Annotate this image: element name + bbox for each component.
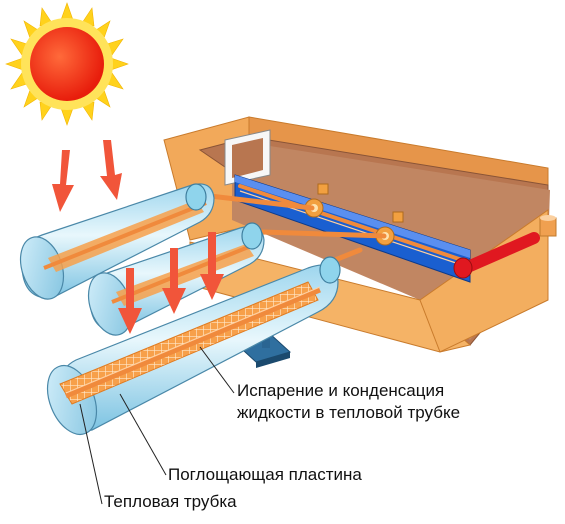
tube-end-connector — [319, 256, 341, 284]
sunlight-arrow — [100, 140, 122, 200]
label-evaporation-line2: жидкости в тепловой трубке — [237, 403, 461, 422]
sunlight-arrow — [52, 150, 74, 212]
label-absorber-plate: Поглощающая пластина — [168, 465, 362, 484]
label-evaporation-line1: Испарение и конденсация — [237, 381, 445, 400]
leader-line — [119, 393, 167, 476]
outlet-pipe — [453, 215, 557, 279]
leader-line — [79, 403, 103, 505]
sun-icon — [5, 2, 129, 126]
vacuum-tube — [19, 183, 215, 300]
leader-line — [199, 346, 235, 394]
sunlight-arrow — [200, 232, 224, 300]
heat-pipe — [65, 286, 321, 399]
sunlight-arrow — [118, 268, 142, 334]
label-heat-pipe: Тепловая трубка — [104, 492, 237, 511]
sunlight-arrow — [162, 248, 186, 314]
